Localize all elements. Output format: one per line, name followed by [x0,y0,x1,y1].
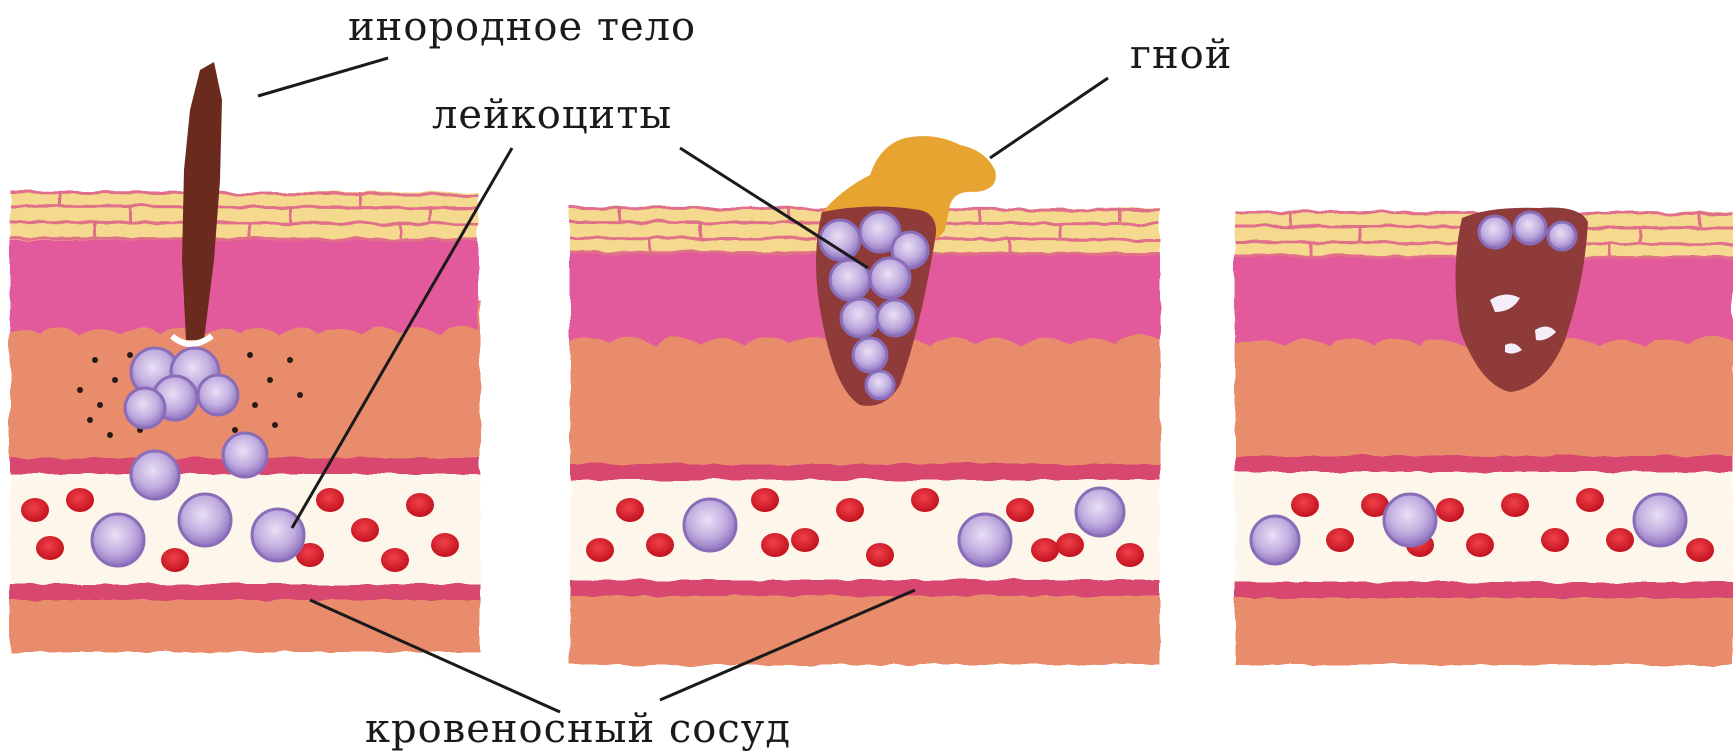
leader-pus [990,78,1108,158]
leader-foreign-body [258,58,388,96]
epidermis-layer [10,192,478,240]
panel-stage-3 [1235,208,1733,665]
tissue-block [10,192,480,652]
vessel-wall-bottom [10,584,480,600]
dermis-layer [10,235,478,336]
panel-stage-1 [10,62,480,652]
label-leukocytes: лейкоциты [432,92,672,138]
label-foreign-body: инородное тело [348,4,696,50]
label-pus: гной [1130,32,1232,78]
panel-stage-2 [570,136,1160,665]
label-blood-vessel: кровеносный сосуд [365,706,791,752]
